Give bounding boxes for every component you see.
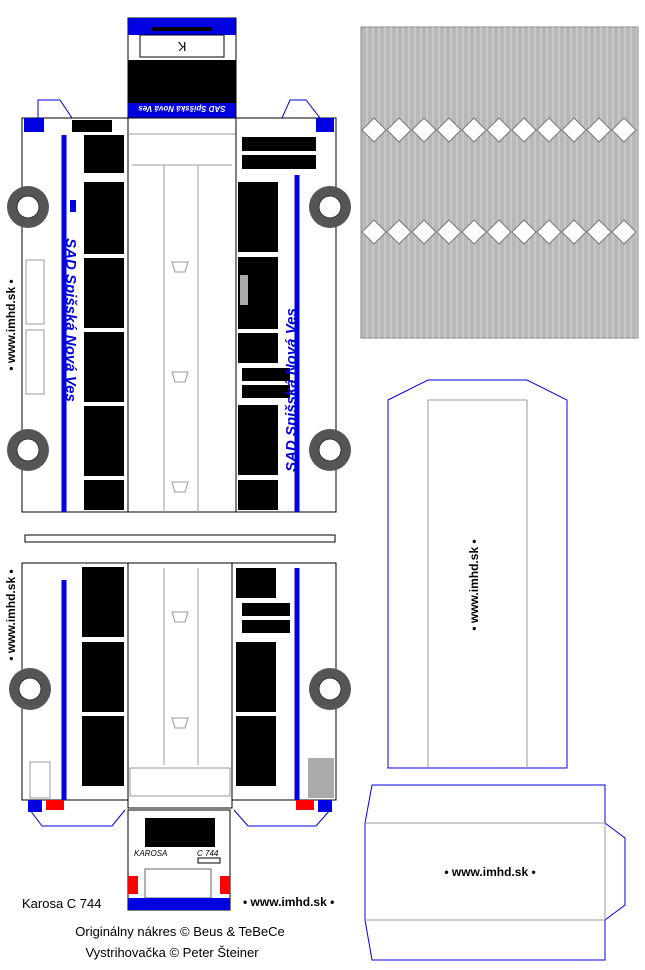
box-piece-base: • www.imhd.sk • <box>364 784 626 961</box>
pattern-diamond <box>511 117 537 143</box>
wheel <box>7 429 49 471</box>
wheel <box>9 668 51 710</box>
pattern-diamond <box>461 219 487 245</box>
credit-cutout: Vystrihovačka © Peter Šteiner <box>85 945 259 960</box>
pattern-diamond <box>411 219 437 245</box>
pattern-diamond <box>586 117 612 143</box>
glue-strip <box>24 534 336 543</box>
left-website: • www.imhd.sk • <box>4 279 18 370</box>
pattern-diamond <box>586 219 612 245</box>
bus-upper-assembly: SAD Spišská Nová Ves • www.imhd.sk • SAD… <box>4 99 351 513</box>
pattern-diamond <box>436 117 462 143</box>
pattern-diamond <box>436 219 462 245</box>
front-letter: K <box>177 39 186 54</box>
pattern-diamond <box>511 219 537 245</box>
rear-website: • www.imhd.sk • <box>243 895 334 909</box>
wheel <box>309 668 351 710</box>
bus-front-panel: K SAD Spišská Nová Ves <box>127 17 237 119</box>
bus-lower-assembly: • www.imhd.sk • <box>4 562 351 827</box>
model-title: Karosa C 744 <box>22 896 102 911</box>
pattern-diamond <box>611 219 637 245</box>
pattern-diamond <box>386 219 412 245</box>
box-piece-tall: • www.imhd.sk • <box>387 379 568 769</box>
pattern-diamond <box>486 117 512 143</box>
pattern-diamond <box>411 117 437 143</box>
wheel <box>309 186 351 228</box>
pattern-diamond <box>561 219 587 245</box>
right-side-livery: SAD Spišská Nová Ves <box>283 308 300 472</box>
rear-brand: KAROSA <box>134 849 167 858</box>
pattern-diamond <box>561 117 587 143</box>
lower-left-website: • www.imhd.sk • <box>4 569 18 660</box>
pattern-diamond <box>536 219 562 245</box>
bus-rear-panel: KAROSA C 744 <box>127 809 231 911</box>
pattern-diamond <box>536 117 562 143</box>
front-destination: SAD Spišská Nová Ves <box>138 104 226 113</box>
pattern-diamond <box>461 117 487 143</box>
credit-drawing: Originálny nákres © Beus & TeBeCe <box>75 924 285 939</box>
wheel <box>7 186 49 228</box>
pattern-diamond <box>386 117 412 143</box>
rear-model: C 744 <box>197 849 219 858</box>
pattern-diamond <box>486 219 512 245</box>
pattern-diamond <box>361 117 387 143</box>
pattern-diamond <box>361 219 387 245</box>
left-side-livery: SAD Spišská Nová Ves <box>62 238 79 402</box>
wheel <box>309 429 351 471</box>
roof-pattern-piece <box>360 26 639 339</box>
pattern-diamond <box>611 117 637 143</box>
box-website: • www.imhd.sk • <box>467 539 481 630</box>
base-website: • www.imhd.sk • <box>444 865 535 879</box>
